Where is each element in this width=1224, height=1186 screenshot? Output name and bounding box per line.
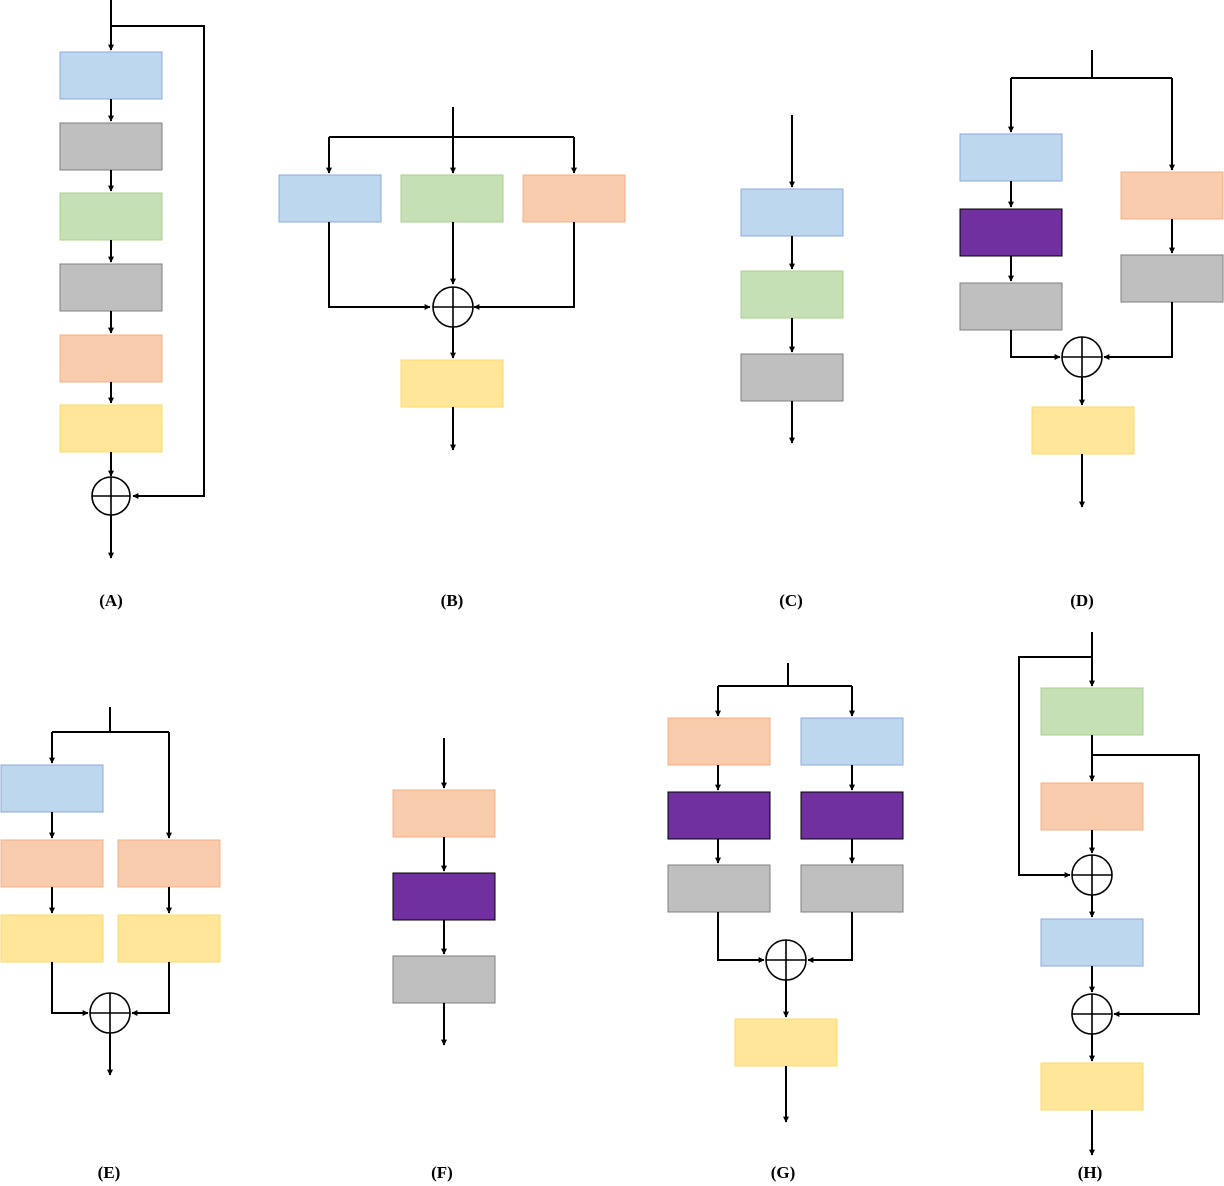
block-purple [667, 791, 771, 840]
block-blue [800, 717, 904, 766]
block-green [1040, 687, 1144, 736]
sum-node [91, 476, 131, 516]
panel-label-g: (G) [771, 1163, 796, 1182]
skip-connection [1018, 656, 1092, 878]
block-gray [1120, 254, 1224, 303]
panel-label-f: (F) [431, 1163, 453, 1182]
block-peach [117, 839, 221, 888]
connector-arrow [328, 222, 431, 310]
block-green [59, 192, 163, 241]
block-yellow [400, 359, 504, 408]
sum-node [89, 992, 131, 1034]
skip-connection [1092, 754, 1200, 1017]
block-peach [522, 174, 626, 223]
block-green [740, 270, 844, 319]
sum-node [432, 286, 474, 328]
sum-node [1071, 993, 1113, 1035]
block-blue [1040, 918, 1144, 967]
panel-g: (G) [667, 663, 904, 1182]
block-yellow [1031, 406, 1135, 455]
block-yellow [59, 404, 163, 453]
connector-arrow [131, 962, 170, 1016]
block-gray [667, 864, 771, 913]
block-peach [667, 717, 771, 766]
block-blue [959, 133, 1063, 182]
panel-label-c: (C) [779, 591, 803, 610]
connector-arrow [1010, 330, 1061, 360]
panel-a: (A) [59, 0, 205, 610]
sum-node [1061, 336, 1103, 378]
block-blue [278, 174, 382, 223]
block-purple [959, 208, 1063, 257]
panel-d: (D) [959, 50, 1224, 610]
panel-c: (C) [740, 115, 844, 610]
sum-node [765, 939, 807, 981]
block-purple [392, 872, 496, 921]
block-yellow [0, 914, 104, 963]
panel-label-a: (A) [99, 591, 123, 610]
sum-node [1071, 854, 1113, 896]
panel-e: (E) [0, 707, 221, 1182]
connector-arrow [473, 222, 575, 310]
panel-label-b: (B) [441, 591, 464, 610]
block-gray [59, 263, 163, 312]
panel-label-d: (D) [1070, 591, 1094, 610]
connector-arrow [51, 962, 89, 1016]
block-peach [59, 334, 163, 383]
block-purple [800, 791, 904, 840]
block-yellow [734, 1018, 838, 1067]
connector-arrow [807, 912, 853, 963]
block-gray [392, 955, 496, 1004]
panel-f: (F) [392, 738, 496, 1182]
panel-label-e: (E) [98, 1163, 121, 1182]
block-peach [1120, 171, 1224, 220]
block-blue [740, 188, 844, 237]
block-peach [392, 789, 496, 838]
connector-arrow [1103, 302, 1173, 360]
block-yellow [117, 914, 221, 963]
panel-b: (B) [278, 107, 626, 610]
block-green [400, 174, 504, 223]
panel-h: (H) [1018, 632, 1200, 1182]
block-gray [800, 864, 904, 913]
block-gray [959, 282, 1063, 331]
block-blue [0, 764, 104, 813]
block-gray [59, 122, 163, 171]
skip-connection [111, 25, 205, 499]
block-blue [59, 51, 163, 100]
block-peach [0, 839, 104, 888]
panel-label-h: (H) [1078, 1163, 1103, 1182]
block-gray [740, 353, 844, 402]
block-peach [1040, 782, 1144, 831]
block-yellow [1040, 1062, 1144, 1111]
connector-arrow [717, 912, 765, 963]
